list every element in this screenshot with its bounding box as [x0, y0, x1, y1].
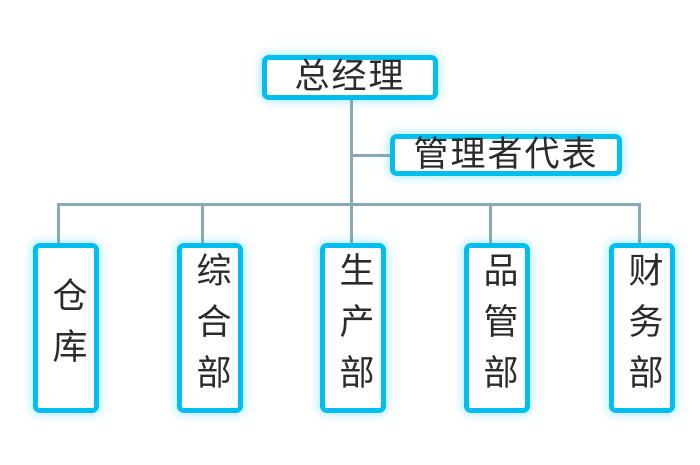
node-general-manager-label: 总经理 [294, 57, 406, 97]
node-general-affairs-department-label: 综合部 [190, 251, 231, 405]
connector-department-bus [57, 203, 641, 206]
node-quality-control-department-label: 品管部 [477, 251, 518, 405]
node-finance-department-label: 财务部 [622, 251, 663, 405]
node-quality-control-department[interactable]: 品管部 [464, 243, 530, 413]
node-warehouse[interactable]: 仓库 [33, 243, 99, 413]
connector-trunk-vertical [350, 100, 353, 205]
node-finance-department[interactable]: 财务部 [609, 243, 675, 413]
node-general-manager[interactable]: 总经理 [262, 55, 438, 100]
node-management-representative-label: 管理者代表 [413, 134, 599, 175]
connector-drop-general [201, 203, 204, 245]
node-production-department[interactable]: 生产部 [320, 243, 386, 413]
node-general-affairs-department[interactable]: 综合部 [177, 243, 243, 413]
connector-drop-finance [638, 203, 641, 245]
connector-drop-warehouse [57, 203, 60, 245]
node-warehouse-label: 仓库 [46, 277, 87, 379]
node-production-department-label: 生产部 [333, 251, 374, 405]
connector-drop-production [350, 203, 353, 245]
connector-drop-quality [489, 203, 492, 245]
node-management-representative[interactable]: 管理者代表 [390, 134, 622, 176]
connector-to-management-rep [350, 154, 392, 157]
